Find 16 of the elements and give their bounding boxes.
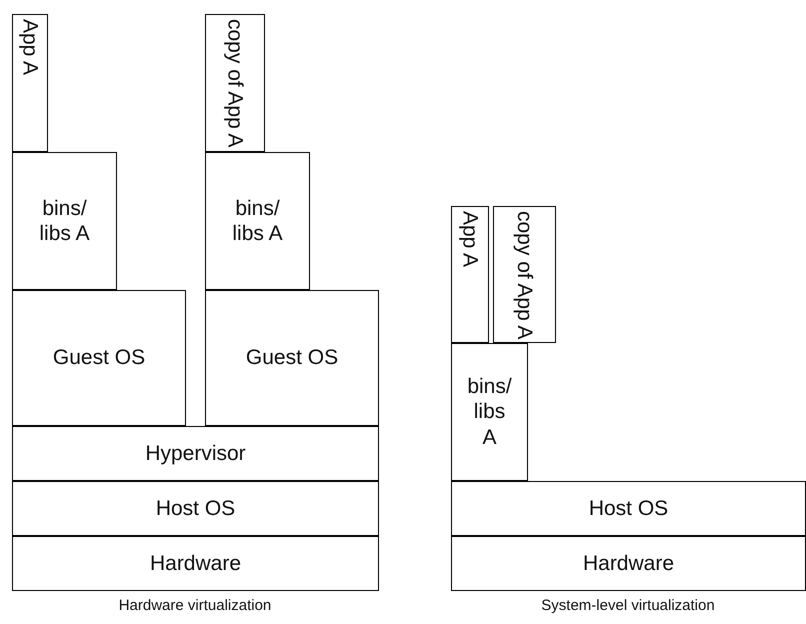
library-box: bins/ libs A — [451, 343, 528, 481]
layer-box: Guest OS — [205, 290, 379, 426]
layer-box: Hardware — [451, 536, 806, 591]
library-box: bins/ libs A — [205, 152, 310, 290]
library-box: bins/ libs A — [12, 152, 117, 290]
layer-box: Host OS — [12, 481, 379, 536]
layer-box: Host OS — [451, 481, 806, 536]
app-box: copy of App A — [205, 14, 265, 152]
caption: System-level virtualization — [541, 597, 715, 614]
caption: Hardware virtualization — [118, 597, 272, 614]
app-box: App A — [451, 206, 489, 343]
layer-box: Guest OS — [12, 290, 186, 426]
app-box: copy of App A — [493, 206, 556, 343]
layer-box: Hardware — [12, 536, 379, 591]
layer-box: Hypervisor — [12, 426, 379, 481]
app-box: App A — [12, 14, 48, 152]
